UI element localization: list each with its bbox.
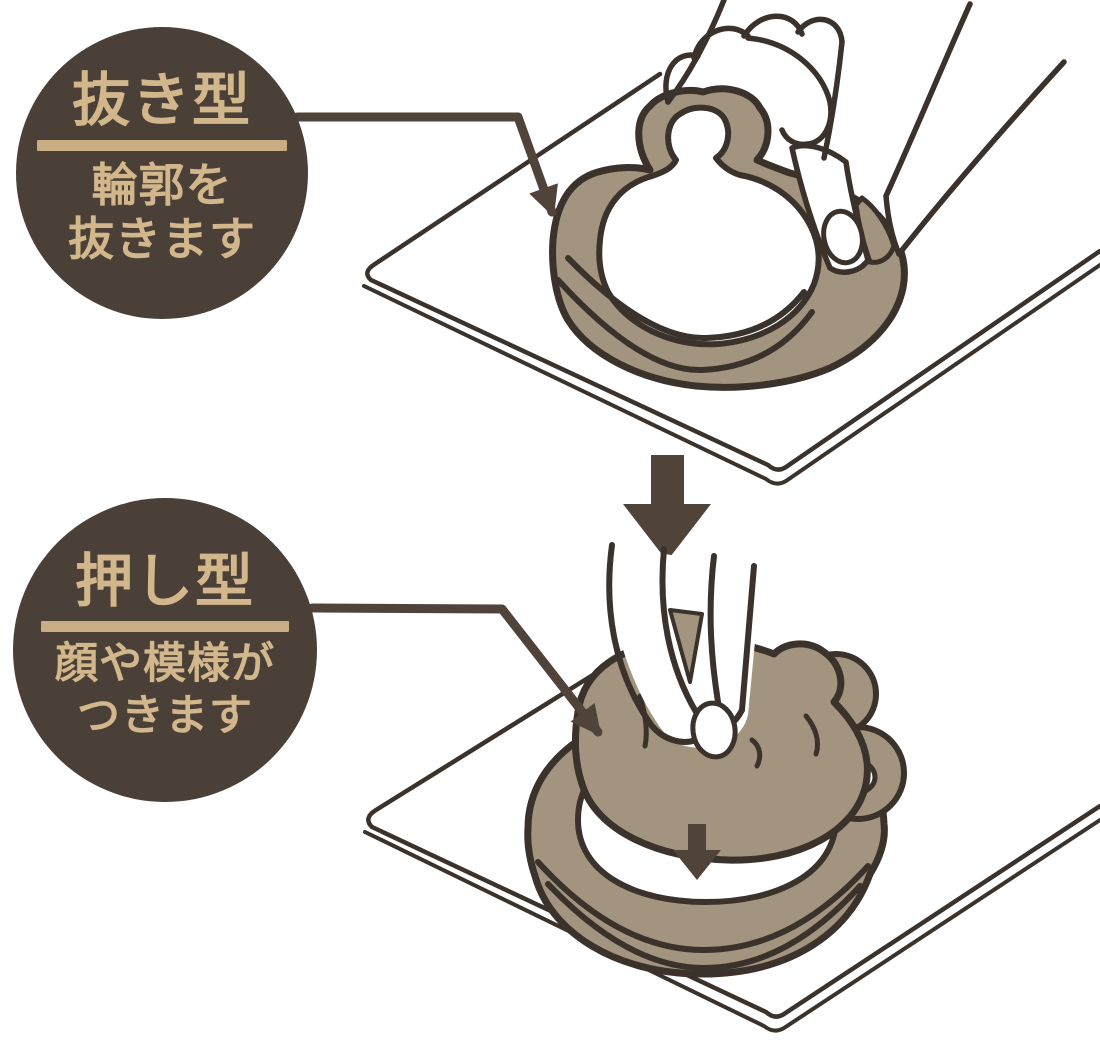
cutter-inner-hole <box>596 104 822 348</box>
press-mold-description-line1: 顔や模様が <box>55 639 275 689</box>
step1-cookie-cutter <box>549 85 908 391</box>
cut-mold-title: 抜き型 <box>71 66 252 134</box>
step1-cutting-board <box>362 71 1100 486</box>
press-down-arrow-icon <box>673 824 721 880</box>
stamp-notch-line <box>637 693 649 749</box>
cutter-wall-line <box>555 277 815 374</box>
board-thickness-line <box>363 818 1100 1033</box>
cutter-wall-line <box>545 881 863 971</box>
index-finger-edge <box>896 59 1067 257</box>
finger-nail <box>690 700 738 760</box>
finger-edge <box>606 542 655 729</box>
cutter-rim-line <box>565 255 807 342</box>
stamp-knob-between-fingers <box>668 608 704 684</box>
badge-divider <box>41 621 289 632</box>
index-finger-edge <box>883 1 973 199</box>
press-mold-badge: 押し型 顔や模様が つきます <box>13 498 317 802</box>
down-arrow-icon <box>623 455 711 561</box>
step1-hand <box>663 0 1067 275</box>
press-mold-description-line2: つきます <box>77 690 253 741</box>
cutter-rim-line <box>535 859 871 953</box>
step2-hand <box>602 542 762 760</box>
cut-mold-description-line1: 輪郭を <box>91 158 233 212</box>
press-mold-leader-arrow <box>307 603 603 737</box>
cut-mold-description-line2: 抜きます <box>68 212 256 267</box>
finger-underlay <box>886 4 1064 254</box>
finger-edge <box>659 546 699 715</box>
badge-divider <box>37 140 287 151</box>
finger-edge <box>739 563 757 713</box>
stamp-notch-line <box>803 713 821 757</box>
cut-mold-badge: 抜き型 輪郭を 抜きます <box>16 27 308 319</box>
stamp-notch-line <box>749 737 763 769</box>
thumb-nail <box>821 208 865 266</box>
finger-edge <box>707 553 721 705</box>
board-thickness-line <box>362 263 1100 486</box>
press-mold-title: 押し型 <box>74 547 255 615</box>
cut-mold-leader-arrow <box>292 112 558 218</box>
